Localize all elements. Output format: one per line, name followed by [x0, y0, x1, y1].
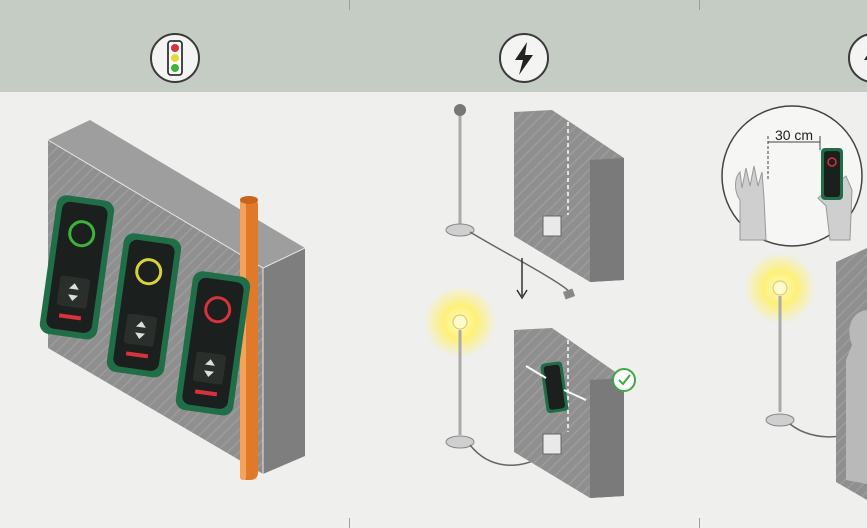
traffic-light-icon: [150, 33, 200, 83]
distance-panel: 30 cm: [721, 105, 867, 500]
right-arrow-icon: [563, 389, 587, 401]
left-arrow-icon: [525, 365, 547, 379]
live-wire-setup-panel: [424, 104, 636, 498]
header-divider: [699, 0, 700, 10]
lamp-off: [445, 104, 576, 300]
header-bar: [0, 0, 867, 92]
lightning-icon: [499, 33, 549, 83]
footer-divider: [349, 518, 350, 528]
check-icon: [612, 368, 636, 392]
status-ring: [204, 296, 232, 324]
header-divider: [349, 0, 350, 10]
distance-label: 30 cm: [775, 127, 813, 143]
detector-status-panel: [39, 120, 306, 480]
footer-divider: [699, 518, 700, 528]
hand-icon: [735, 165, 767, 241]
lamp-on: [424, 286, 546, 466]
detector-in-hand: [821, 148, 843, 200]
detector-red: [175, 271, 251, 416]
status-ring: [135, 258, 163, 286]
detector-green: [39, 195, 115, 340]
socket-icon: [542, 215, 562, 237]
person-silhouette: [846, 310, 867, 484]
status-ring: [68, 220, 96, 248]
detector-yellow: [106, 233, 182, 378]
detector-on-wall: [540, 361, 569, 413]
wall-side: [263, 248, 305, 474]
socket-icon: [542, 433, 562, 455]
